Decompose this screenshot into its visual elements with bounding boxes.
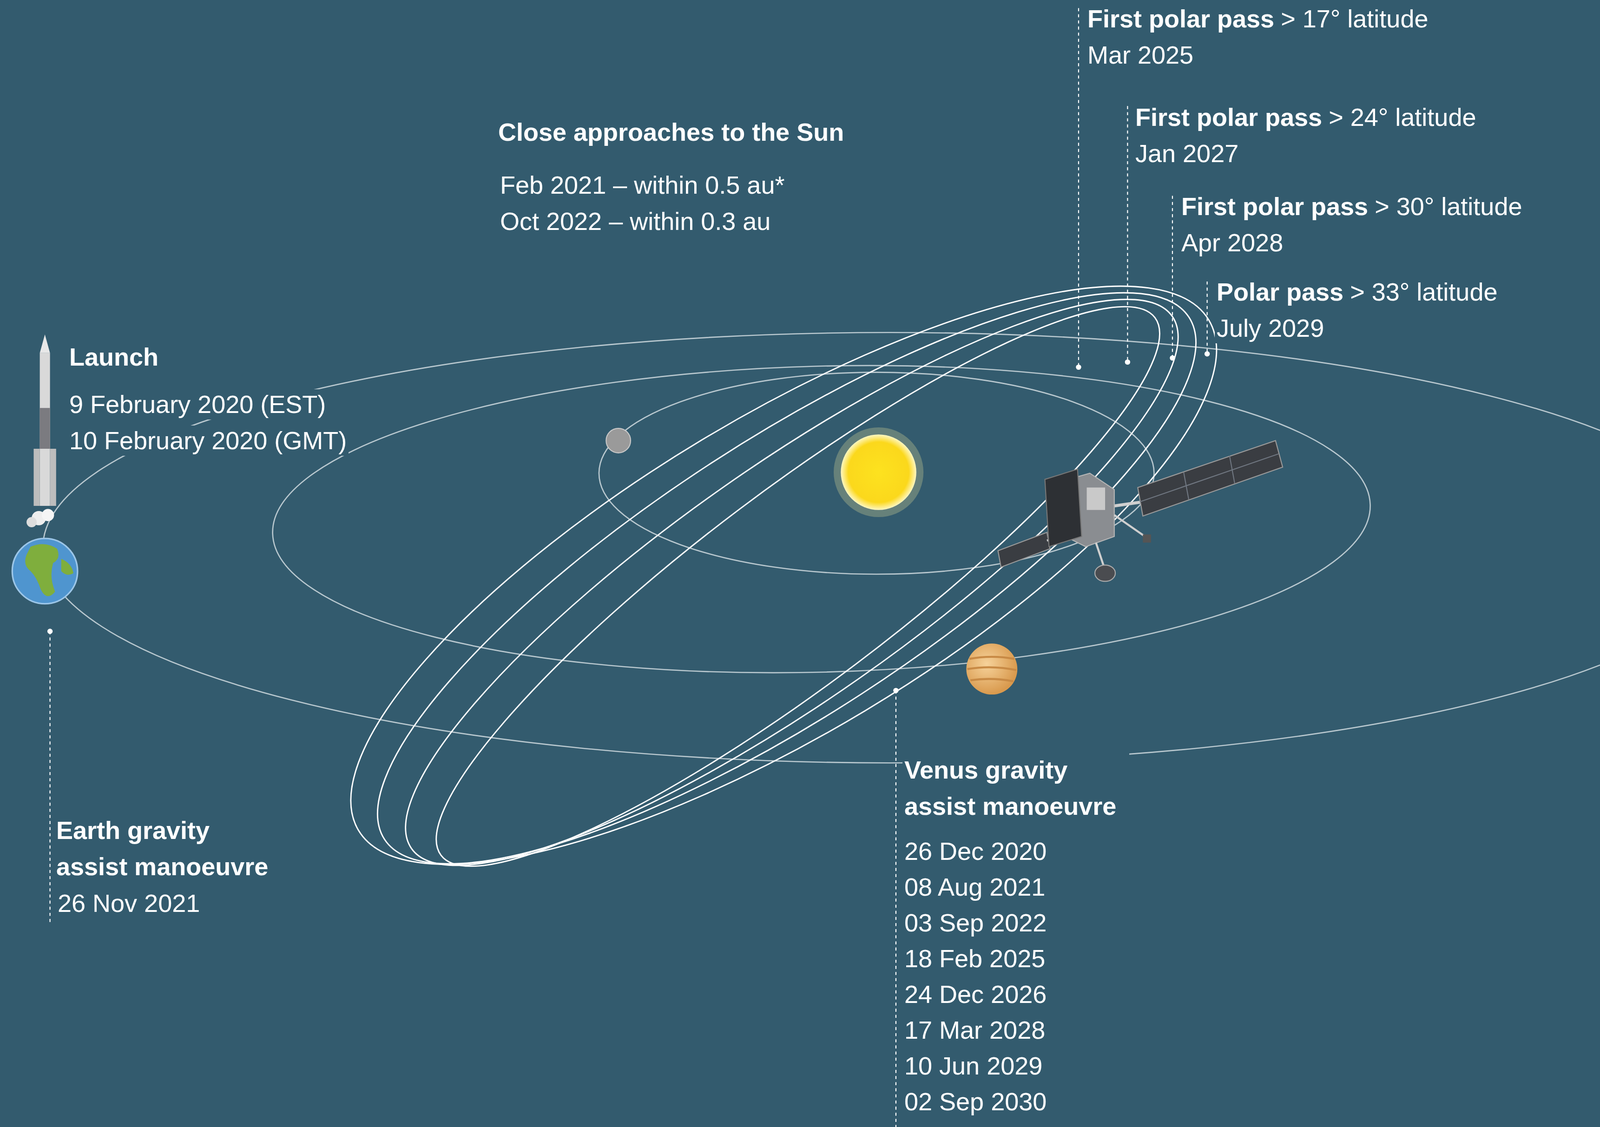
solar-panel-cells [1139, 454, 1279, 502]
launch-date: 9 February 2020 (EST) [67, 389, 328, 420]
mercury [605, 428, 631, 454]
approach-note: Feb 2021 – within 0.5 au* [498, 170, 787, 201]
flyby-date: 08 Aug 2021 [902, 872, 1047, 903]
approach-note: Oct 2022 – within 0.3 au [498, 206, 773, 237]
milestone-heading: Venus gravity assist manoeuvre [902, 751, 1130, 825]
milestone-date: 26 Nov 2021 [55, 888, 202, 919]
milestone-dot [47, 628, 53, 634]
solar-panel [997, 532, 1050, 568]
solar-panel [1137, 440, 1283, 516]
sun [840, 434, 916, 510]
latitude-note: > 17° latitude [1278, 3, 1430, 34]
milestone-dot [1075, 364, 1081, 370]
milestone-dot [1169, 355, 1175, 361]
latitude-note: > 30° latitude [1372, 191, 1524, 222]
flyby-date: 03 Sep 2022 [902, 908, 1049, 939]
venus-orbit [268, 351, 1375, 687]
rocket-body [39, 353, 51, 507]
mercury-orbit [599, 372, 1155, 575]
launch-rocket [26, 334, 57, 528]
milestone-heading: First polar pass [1085, 3, 1277, 34]
milestone-heading: First polar pass [1179, 191, 1370, 222]
rocket-exhaust [41, 509, 54, 522]
flyby-date: 24 Dec 2026 [902, 979, 1049, 1010]
section-heading: Close approaches to the Sun [496, 117, 846, 148]
milestone-date: Apr 2028 [1179, 227, 1285, 258]
leader-line [1126, 105, 1128, 363]
earth-continents [61, 559, 74, 575]
rocket-nose [39, 334, 51, 354]
rocket-booster [50, 448, 57, 507]
milestone-date: Mar 2025 [1085, 39, 1196, 71]
solar-orbiter-spacecraft [997, 440, 1283, 582]
leader-line [49, 631, 51, 924]
leader-line [895, 690, 897, 1127]
milestone-heading: Launch [67, 342, 161, 373]
milestone-heading: First polar pass [1133, 102, 1324, 133]
spacecraft-orbits [276, 184, 1291, 967]
flyby-date: 10 Jun 2029 [902, 1051, 1045, 1082]
milestone-dots [47, 351, 1210, 694]
sun-glow [833, 427, 924, 518]
latitude-note: > 33° latitude [1348, 276, 1500, 308]
flyby-date: 02 Sep 2030 [902, 1086, 1049, 1118]
instrument-head [1142, 534, 1152, 543]
venus [966, 643, 1018, 695]
flyby-date: 17 Mar 2028 [902, 1015, 1047, 1046]
leader-line [1206, 281, 1208, 355]
orbit-line [309, 201, 1265, 955]
antenna-mast [1095, 542, 1105, 568]
milestone-dot [893, 688, 899, 694]
latitude-note: > 24° latitude [1326, 102, 1478, 133]
orbit-line [276, 184, 1291, 967]
flyby-date: 26 Dec 2020 [902, 836, 1049, 867]
earth-continents [25, 544, 59, 597]
leader-lines [50, 8, 1208, 1127]
earth [12, 538, 78, 605]
rocket-exhaust [26, 517, 37, 528]
milestone-heading: Polar pass [1214, 276, 1346, 308]
milestone-date: Jan 2027 [1133, 138, 1241, 169]
orbit-line [382, 240, 1213, 934]
rocket-stage [39, 408, 51, 449]
launch-date: 10 February 2020 (GMT) [67, 425, 349, 456]
instrument-panel [1086, 487, 1106, 510]
leader-line [1078, 8, 1080, 368]
leader-line [1172, 196, 1173, 359]
heat-shield [1044, 469, 1082, 547]
flyby-date: 18 Feb 2025 [902, 943, 1047, 975]
milestone-date: July 2029 [1214, 313, 1326, 344]
venus-bands [967, 657, 1017, 682]
milestone-dot [1125, 359, 1131, 365]
rocket-booster [33, 448, 40, 507]
antenna-dish [1094, 565, 1116, 582]
orbit-line [344, 220, 1240, 946]
milestone-dot [1204, 351, 1210, 357]
milestone-heading: Earth gravity assist manoeuvre [54, 812, 282, 885]
